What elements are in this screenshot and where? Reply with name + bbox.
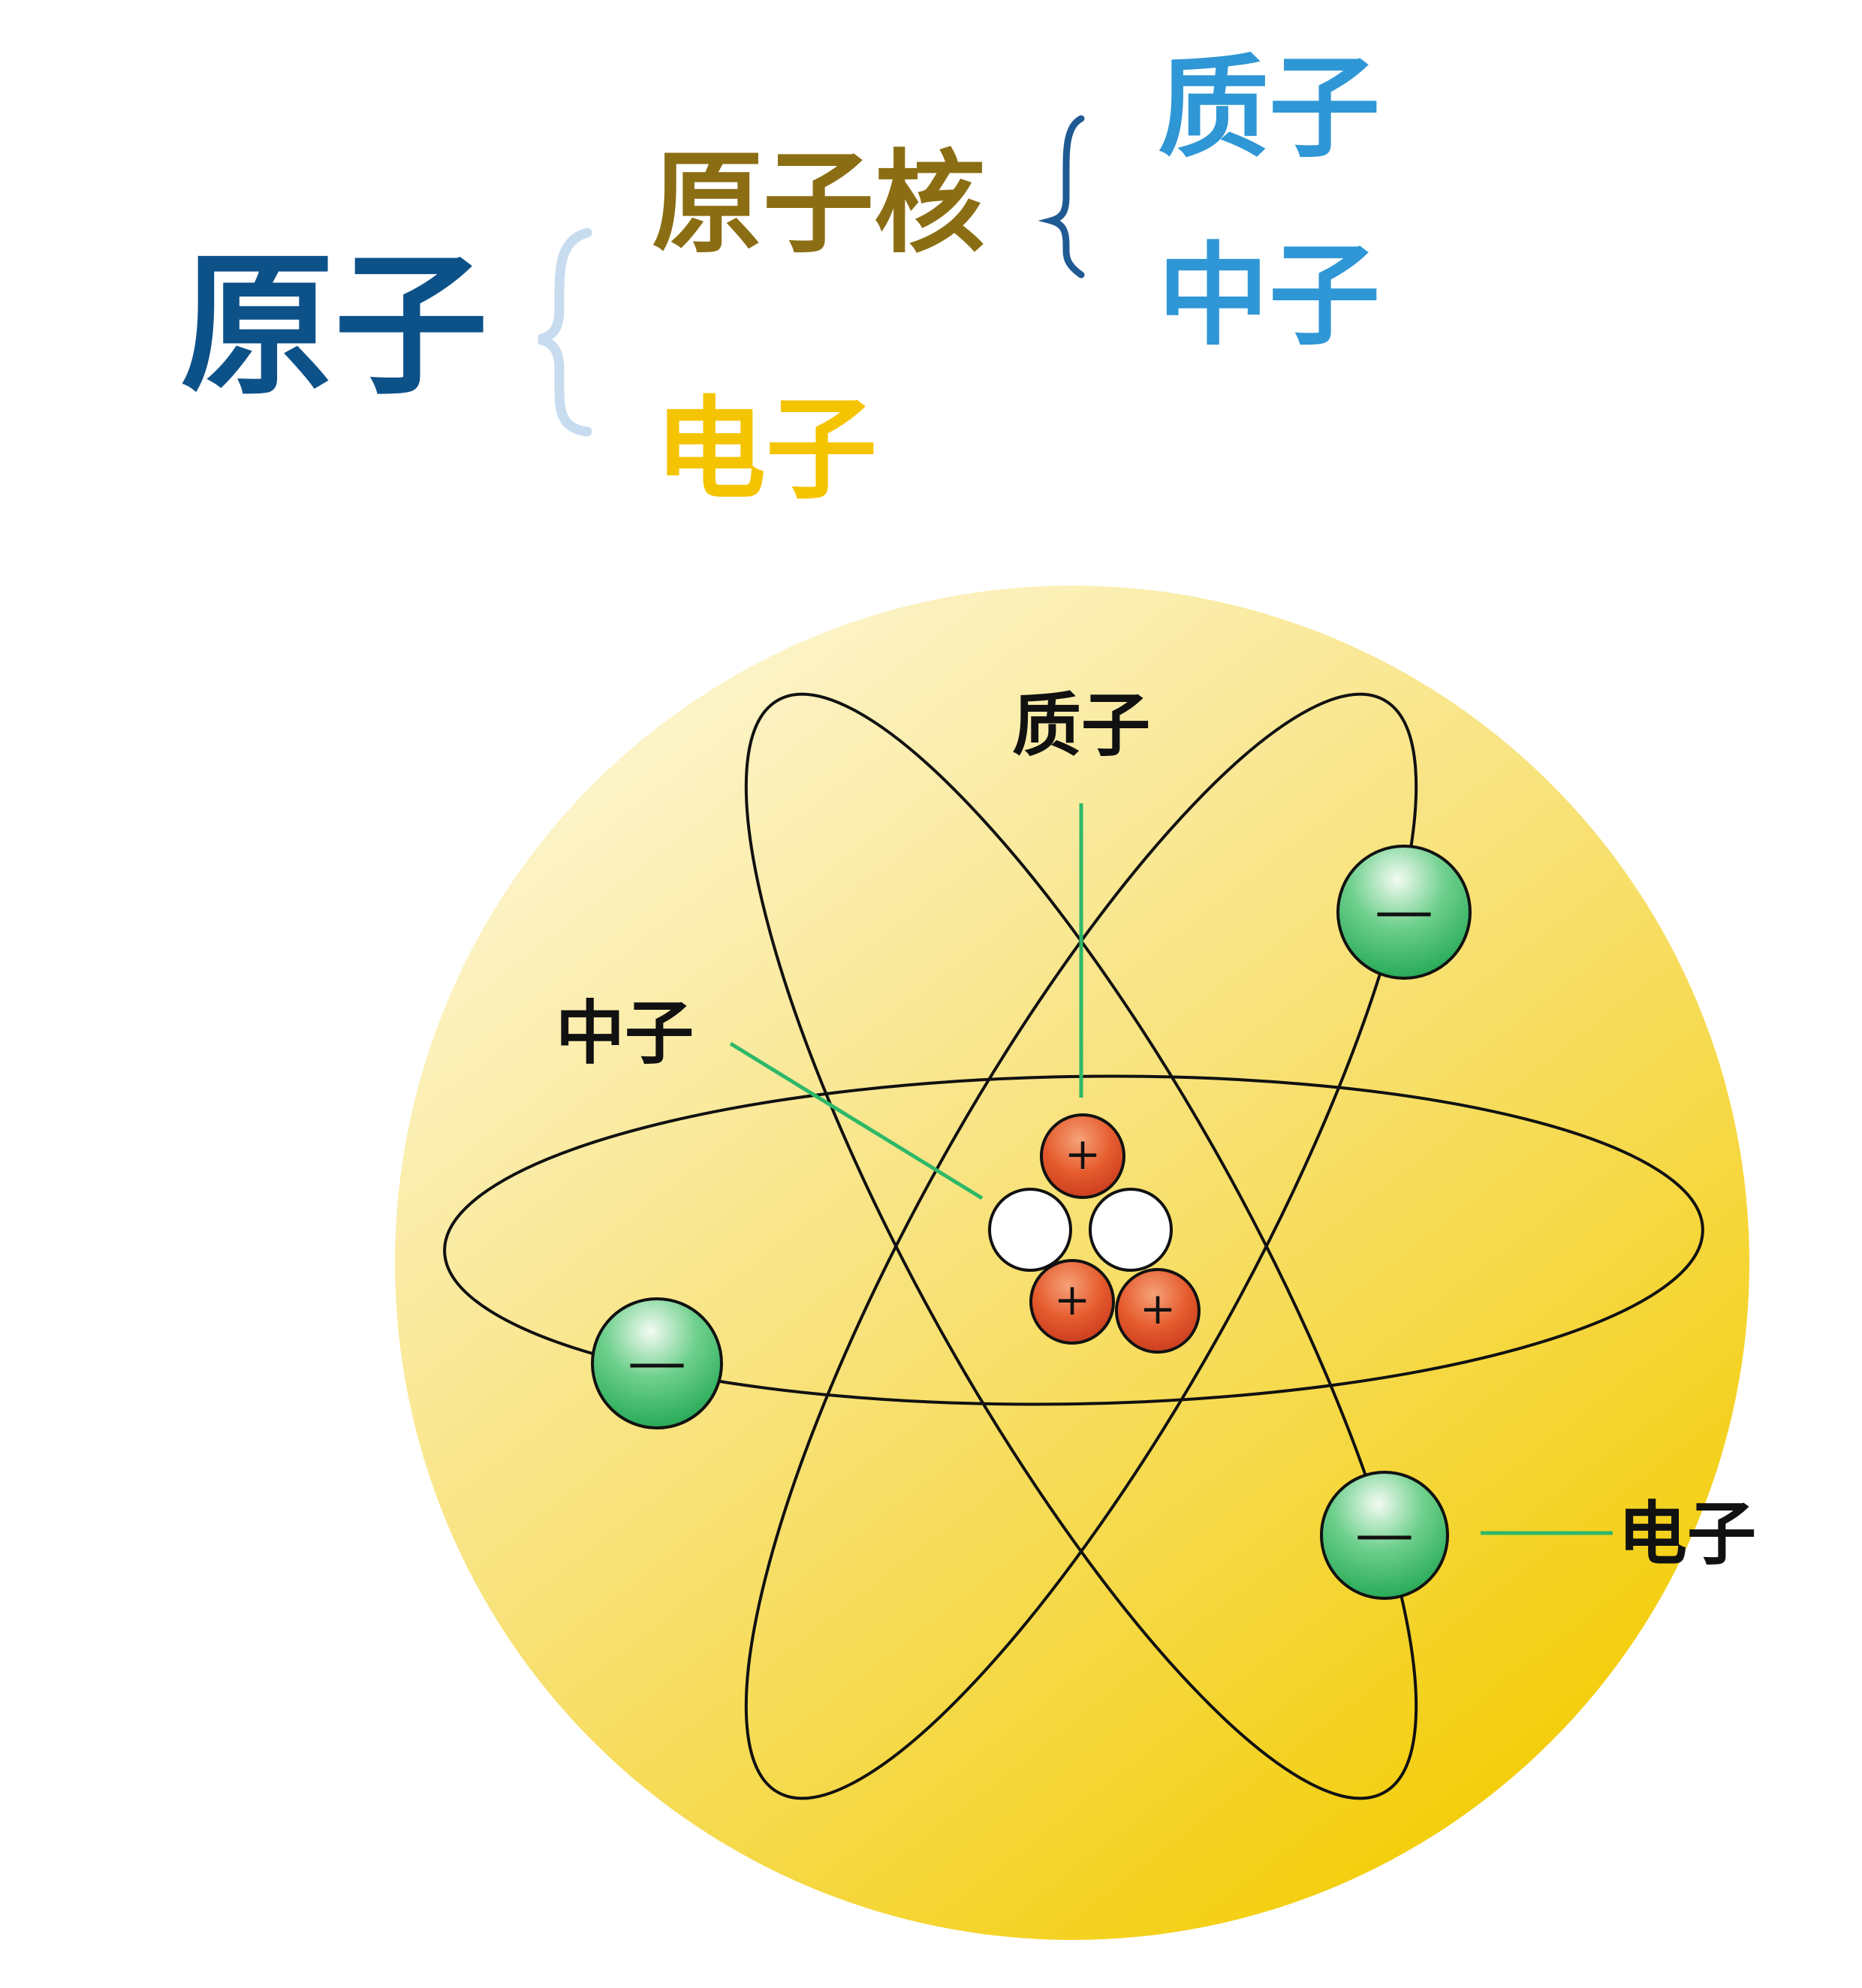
neutron (1089, 1188, 1173, 1272)
neutron-callout-line (729, 1041, 984, 1200)
proton: + (1115, 1268, 1201, 1354)
inner-brace (1038, 115, 1085, 279)
neutron-callout-label: 中子 (556, 992, 694, 1074)
proton: + (1040, 1113, 1125, 1199)
proton-sign: + (1054, 1274, 1091, 1325)
nucleus-label: 原子核 (652, 137, 985, 268)
electron-category-label: 电子 (655, 384, 877, 514)
neutron-category-label: 中子 (1158, 230, 1380, 360)
electron: — (1336, 845, 1472, 980)
outer-brace (538, 227, 592, 437)
proton: + (1029, 1259, 1115, 1345)
electron: — (1320, 1471, 1449, 1600)
electron-sign: — (1375, 877, 1433, 944)
neutron (988, 1188, 1072, 1272)
proton-callout-label: 质子 (1012, 685, 1150, 766)
electron-callout-label: 电子 (1618, 1493, 1756, 1574)
proton-sign: + (1065, 1128, 1101, 1179)
orbit-horizontal (443, 1074, 1704, 1406)
orbit-tilted-left (744, 692, 1418, 1800)
atom-model: + + + — — — 质子 中 (395, 586, 1756, 1940)
nucleus: + + + (988, 1113, 1201, 1354)
electron-sign: — (1355, 1500, 1414, 1568)
electron-sign: — (628, 1328, 686, 1396)
orbit-tilted-right (744, 692, 1418, 1800)
proton-sign: + (1140, 1283, 1177, 1334)
classification-tree: 原子 原子核 电子 质子 中子 (180, 42, 1380, 514)
atom-label: 原子 (180, 236, 488, 416)
electron: — (591, 1297, 723, 1429)
proton-category-label: 质子 (1158, 42, 1380, 173)
